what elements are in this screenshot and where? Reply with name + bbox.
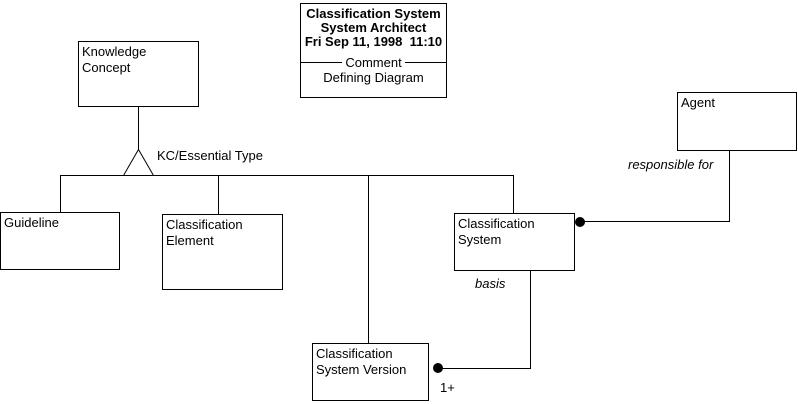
comment-divider: Comment bbox=[301, 55, 447, 70]
node-agent[interactable]: Agent bbox=[677, 92, 797, 151]
diagram-tool-name: System Architect bbox=[320, 20, 427, 35]
node-knowledge-concept-label: Knowledge Concept bbox=[82, 44, 147, 75]
connector-drop-classification-element[interactable] bbox=[218, 175, 219, 214]
node-guideline-label: Guideline bbox=[4, 215, 59, 230]
divider-line-left bbox=[301, 62, 343, 63]
node-classification-system[interactable]: Classification System bbox=[454, 213, 575, 271]
node-agent-label: Agent bbox=[681, 95, 715, 110]
connector-basis-vertical[interactable] bbox=[530, 271, 531, 369]
responsible-for-anchor-dot-icon[interactable] bbox=[575, 217, 585, 227]
node-guideline[interactable]: Guideline bbox=[0, 212, 120, 270]
basis-relation-label: basis bbox=[475, 276, 506, 291]
diagram-description: Defining Diagram bbox=[323, 70, 424, 85]
connector-responsible-for-vertical[interactable] bbox=[729, 150, 730, 222]
basis-anchor-dot-icon[interactable] bbox=[433, 363, 443, 373]
diagram-title: Classification System bbox=[306, 6, 441, 21]
node-classification-system-label: Classification System bbox=[458, 216, 535, 247]
connector-basis-horizontal[interactable] bbox=[438, 368, 531, 369]
subtype-relation-label: KC/Essential Type bbox=[157, 148, 263, 163]
diagram-title-block[interactable]: Classification System System Architect F… bbox=[300, 3, 447, 98]
node-classification-system-version-label: Classification System Version bbox=[316, 346, 407, 377]
diagram-timestamp: Fri Sep 11, 1998 11:10 bbox=[304, 34, 443, 49]
connector-drop-classification-system-version[interactable] bbox=[368, 175, 369, 343]
connector-drop-guideline[interactable] bbox=[60, 175, 61, 212]
connector-responsible-for-horizontal[interactable] bbox=[581, 221, 730, 222]
subtype-triangle-icon[interactable] bbox=[123, 149, 154, 176]
cardinality-label: 1+ bbox=[440, 380, 455, 395]
connector-knowledge-concept-stem[interactable] bbox=[138, 106, 139, 150]
node-classification-system-version[interactable]: Classification System Version bbox=[312, 343, 429, 401]
node-classification-element-label: Classification Element bbox=[166, 217, 243, 248]
divider-line-right bbox=[404, 62, 447, 63]
comment-divider-label: Comment bbox=[345, 55, 402, 70]
node-classification-element[interactable]: Classification Element bbox=[162, 214, 283, 290]
connector-drop-classification-system[interactable] bbox=[513, 175, 514, 213]
connector-subtype-horizontal[interactable] bbox=[60, 175, 514, 176]
node-knowledge-concept[interactable]: Knowledge Concept bbox=[78, 41, 199, 107]
responsible-for-relation-label: responsible for bbox=[628, 157, 714, 172]
